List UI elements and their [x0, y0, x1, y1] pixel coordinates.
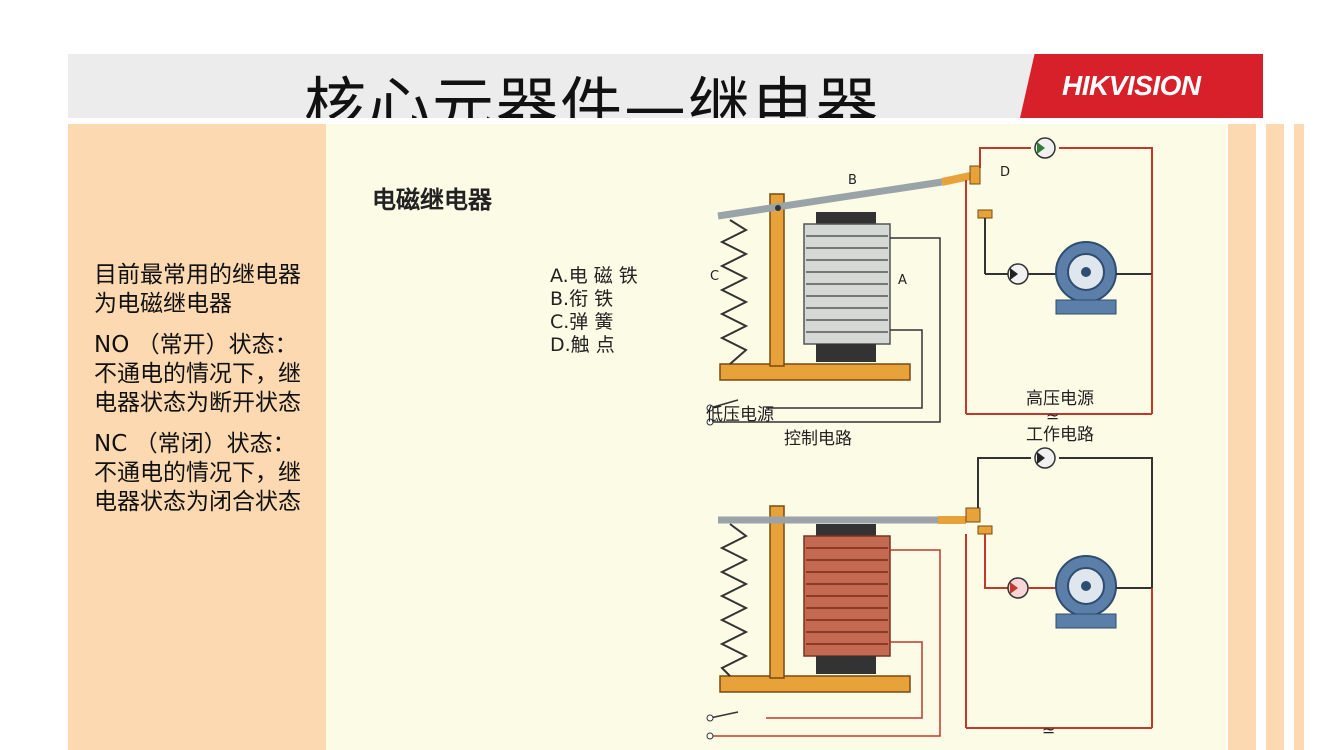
relay-bottom [706, 447, 1153, 740]
high-voltage-label: 高压电源 [1026, 389, 1094, 409]
bullet-list: 目前最常用的继电器为电磁继电器 NO （常开）状态：不通电的情况下，继电器状态为… [94, 261, 316, 529]
legend-item-c: C.弹 簧 [550, 311, 613, 333]
control-circuit-label: 控制电路 [784, 429, 852, 449]
label-c: C [710, 269, 719, 284]
hikvision-logo: HIKVISION [1020, 54, 1263, 118]
label-a: A [898, 273, 907, 288]
legend-item-b: B.衔 铁 [550, 288, 613, 310]
legend-item-d: D.触 点 [550, 334, 615, 356]
low-voltage-label: 低压电源 [706, 405, 774, 425]
label-b: B [848, 173, 857, 188]
bullet-item: NO （常开）状态：不通电的情况下，继电器状态为断开状态 [94, 332, 301, 416]
diagram-heading: 电磁继电器 [372, 186, 493, 214]
working-circuit-label: 工作电路 [1026, 425, 1094, 445]
label-d: D [1000, 165, 1010, 180]
slide-title: 核心元器件—继电器 [304, 70, 881, 118]
relay-illustration: 电磁继电器 A.电 磁 铁 B.衔 铁 C.弹 簧 D.触 点 [372, 137, 1153, 740]
legend-item-a: A.电 磁 铁 [550, 265, 638, 287]
left-text-panel: 目前最常用的继电器为电磁继电器 NO （常开）状态：不通电的情况下，继电器状态为… [68, 124, 328, 750]
decorative-strip [1228, 124, 1256, 750]
relay-diagram: 电磁继电器 A.电 磁 铁 B.衔 铁 C.弹 簧 D.触 点 [326, 124, 1226, 750]
decorative-strip [1294, 124, 1304, 750]
logo-text: HIKVISION [1062, 70, 1201, 101]
decorative-strip [1266, 124, 1284, 750]
bullet-item: NC （常闭）状态：不通电的情况下，继电器状态为闭合状态 [94, 431, 301, 515]
tilde-symbol: ≃ [1046, 407, 1059, 426]
tilde-symbol-bottom: ≃ [1042, 721, 1055, 740]
bullet-item: 目前最常用的继电器为电磁继电器 [94, 262, 301, 317]
relay-top [706, 137, 1153, 426]
